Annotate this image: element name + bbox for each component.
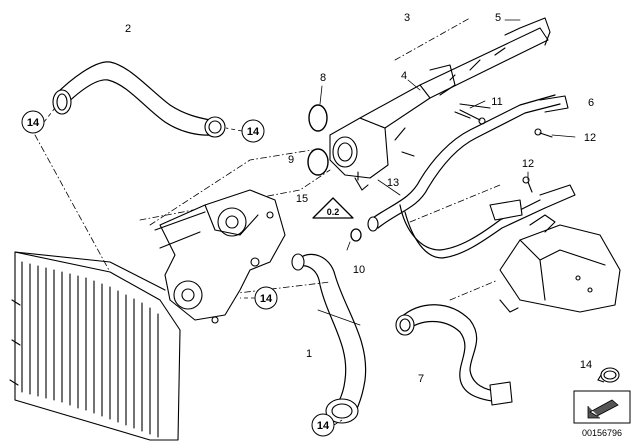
- callout-14-c: 14: [260, 293, 273, 305]
- callout-15: 15: [296, 193, 308, 205]
- water-pump: [154, 189, 286, 324]
- callout-12-upper: 12: [584, 132, 596, 144]
- callout-leaders: [317, 19, 576, 326]
- callout-3: 3: [404, 12, 410, 24]
- pipe-13: [367, 94, 576, 259]
- warning-triangle: 0.2: [312, 197, 354, 219]
- thermostat-housing: [307, 104, 389, 242]
- callout-8: 8: [320, 72, 326, 84]
- callout-14-a: 14: [27, 117, 40, 129]
- arrow-icon: [587, 399, 619, 419]
- coolant-manifold: [359, 17, 551, 157]
- callout-4: 4: [401, 70, 407, 82]
- bolts: [459, 109, 553, 313]
- clamp-icon: [597, 367, 620, 383]
- callout-14-b: 14: [247, 126, 260, 138]
- callout-9: 9: [288, 154, 294, 166]
- callout-circles: [21, 110, 335, 437]
- callout-6: 6: [588, 97, 594, 109]
- callout-12-lower: 12: [522, 158, 534, 170]
- callout-5: 5: [495, 12, 501, 24]
- hose-2: [52, 61, 226, 138]
- warning-triangle-label: 0.2: [327, 207, 340, 217]
- radiator: [9, 251, 181, 441]
- callout-1: 1: [306, 348, 312, 360]
- hose-7: [395, 304, 513, 406]
- callout-10: 10: [353, 264, 365, 276]
- legend-14-label: 14: [580, 359, 592, 371]
- document-number: 00156796: [582, 428, 622, 438]
- callout-13: 13: [387, 177, 399, 189]
- callout-7: 7: [418, 373, 424, 385]
- expansion-tank: [499, 214, 621, 313]
- callout-14-d: 14: [317, 420, 330, 432]
- callout-11: 11: [491, 96, 502, 108]
- hose-1: [291, 253, 367, 424]
- callout-2: 2: [125, 23, 131, 35]
- legend-clamp: 14: [573, 359, 631, 424]
